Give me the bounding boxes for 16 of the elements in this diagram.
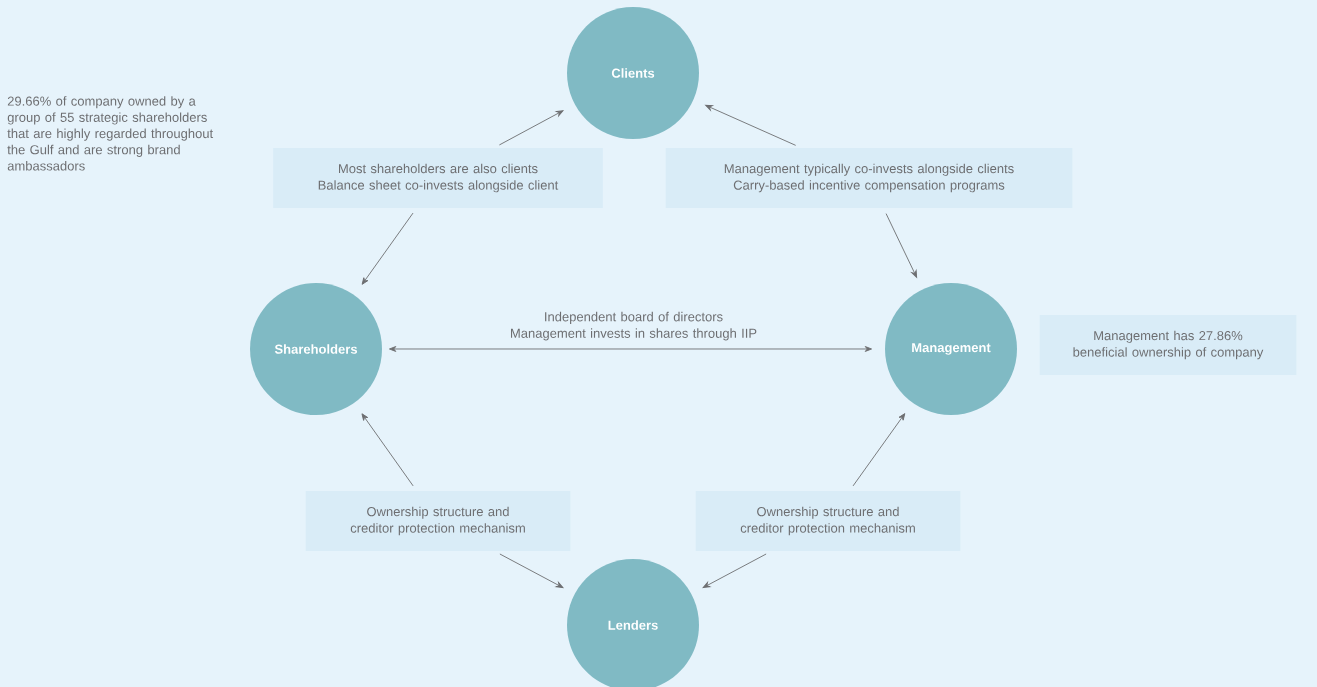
arrow bbox=[498, 110, 564, 146]
arrow bbox=[705, 104, 797, 146]
arrow bbox=[702, 553, 767, 589]
text-box: Ownership structure and creditor protection mechanism bbox=[695, 491, 961, 551]
arrow bbox=[499, 553, 564, 589]
arrow bbox=[361, 212, 414, 285]
text-box: Most shareholders are also clients Balance sheet co-invests alongside client bbox=[273, 148, 603, 208]
note-text: 29.66% of company owned by a group of 55 strategic shareholders that are highly regarded throughout the Gulf and are strong brand ambassadors bbox=[7, 96, 214, 171]
arrow bbox=[389, 346, 872, 352]
arrow bbox=[361, 413, 414, 487]
text-box: Ownership structure and creditor protection mechanism bbox=[305, 491, 571, 551]
arrow bbox=[852, 413, 906, 487]
arrow bbox=[885, 213, 918, 278]
text-box: Management has 27.86% beneficial ownership of company bbox=[1039, 315, 1297, 375]
edge-label: Independent board of directors Management invests in shares through IIP bbox=[511, 311, 757, 341]
text-box: Management typically co-invests alongside clients Carry-based incentive compensation programs bbox=[665, 148, 1073, 208]
